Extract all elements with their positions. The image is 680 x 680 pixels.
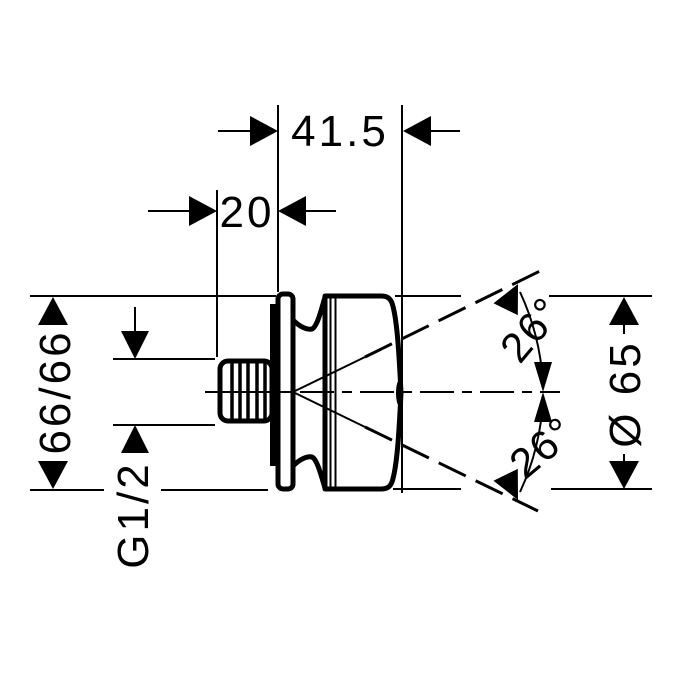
dim-plate-size: 66/66: [30, 295, 276, 491]
dim-diameter: Ø 65: [393, 295, 652, 490]
dim-diameter-label: Ø 65: [601, 340, 650, 447]
neck-flare: [290, 294, 328, 491]
arrowhead: [38, 461, 68, 489]
dim-depth-overall-label: 41.5: [291, 107, 389, 156]
arrowhead: [493, 284, 518, 316]
dim-plate-size-label: 66/66: [31, 329, 80, 454]
arrowhead: [278, 196, 306, 226]
arrowhead: [403, 116, 431, 146]
arrowhead: [121, 331, 149, 359]
arrowhead: [189, 196, 217, 226]
dim-wall-offset-label: 20: [220, 188, 275, 237]
lower-angle-ray: [364, 425, 539, 513]
upper-angle-ray: [364, 269, 541, 359]
dim-thread: G1/2: [109, 307, 215, 569]
dim-angle-lower: 26°: [493, 392, 584, 500]
dim-thread-label: G1/2: [109, 461, 158, 568]
dim-wall-offset: 20: [148, 188, 336, 357]
arrowhead: [121, 425, 149, 453]
dim-angle-upper: 26°: [491, 284, 571, 392]
arrowhead: [609, 461, 639, 489]
dim-depth-overall: 41.5: [218, 105, 460, 493]
arrowhead: [609, 297, 639, 325]
arrowhead: [534, 392, 552, 422]
arrowhead: [250, 116, 278, 146]
spray-angle-rays: [292, 269, 541, 513]
arrowhead: [534, 362, 552, 392]
arrowhead: [493, 468, 518, 500]
gasket: [270, 304, 278, 466]
arrowhead: [38, 297, 68, 325]
